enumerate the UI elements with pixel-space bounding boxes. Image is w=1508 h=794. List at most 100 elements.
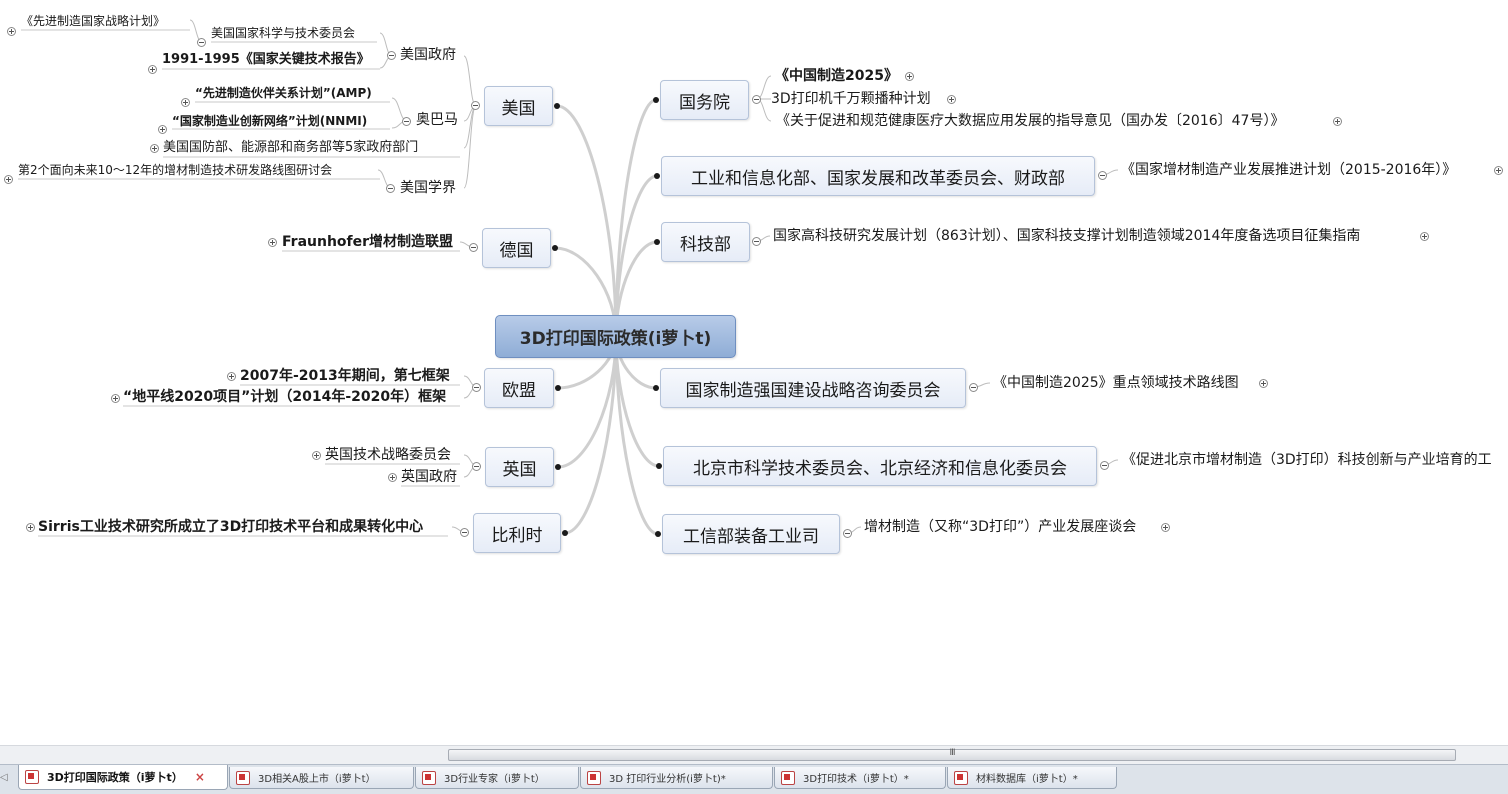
expand-toggle-icon[interactable] <box>150 144 159 153</box>
topic-germany[interactable]: 德国 <box>482 228 551 268</box>
topic-advisory-committee[interactable]: 国家制造强国建设战略咨询委员会 <box>660 368 966 408</box>
expand-toggle-icon[interactable] <box>1494 166 1503 175</box>
topic-most[interactable]: 科技部 <box>661 222 750 262</box>
connector-dot <box>555 464 561 470</box>
collapse-toggle-icon[interactable] <box>460 528 469 537</box>
expand-toggle-icon[interactable] <box>181 98 190 107</box>
connector-dot <box>655 531 661 537</box>
state-council-medical-data[interactable]: 《关于促进和规范健康医疗大数据应用发展的指导意见（国办发〔2016〕47号）》 <box>776 113 1285 129</box>
connector-dot <box>554 103 560 109</box>
tab-label: 3D 打印行业分析(i萝卜t)* <box>609 774 726 785</box>
connector-dot <box>653 97 659 103</box>
mindmap-file-icon <box>781 770 795 785</box>
topic-beijing[interactable]: 北京市科学技术委员会、北京经济和信息化委员会 <box>663 446 1097 486</box>
close-icon[interactable]: × <box>194 770 205 784</box>
document-tab-bar: ◁ 3D打印国际政策（i萝卜t） × 3D相关A股上市（i萝卜t） 3D行业专家… <box>0 764 1508 794</box>
expand-toggle-icon[interactable] <box>1161 523 1170 532</box>
usa-roadmap-workshop[interactable]: 第2个面向未来10～12年的增材制造技术研发路线图研讨会 <box>18 163 333 177</box>
beijing-plan[interactable]: 《促进北京市增材制造（3D打印）科技创新与产业培育的工 <box>1122 452 1492 468</box>
tab-label: 3D打印国际政策（i萝卜t） <box>47 771 183 784</box>
usa-amp-strategy[interactable]: 《先进制造国家战略计划》 <box>21 14 166 28</box>
collapse-toggle-icon[interactable] <box>472 462 481 471</box>
expand-toggle-icon[interactable] <box>1333 117 1342 126</box>
usa-departments[interactable]: 美国国防部、能源部和商务部等5家政府部门 <box>163 140 419 155</box>
expand-toggle-icon[interactable] <box>158 125 167 134</box>
collapse-toggle-icon[interactable] <box>1100 461 1109 470</box>
expand-toggle-icon[interactable] <box>148 65 157 74</box>
expand-toggle-icon[interactable] <box>905 72 914 81</box>
collapse-toggle-icon[interactable] <box>843 529 852 538</box>
collapse-toggle-icon[interactable] <box>969 383 978 392</box>
connector-lines <box>18 19 1119 537</box>
expand-toggle-icon[interactable] <box>268 238 277 247</box>
collapse-toggle-icon[interactable] <box>752 237 761 246</box>
expand-toggle-icon[interactable] <box>4 175 13 184</box>
connector-dot <box>552 245 558 251</box>
topic-eu[interactable]: 欧盟 <box>484 368 554 408</box>
connector-dot <box>654 239 660 245</box>
state-council-made-in-china[interactable]: 《中国制造2025》 <box>775 68 898 84</box>
usa-academia[interactable]: 美国学界 <box>400 180 456 196</box>
tab-technology[interactable]: 3D打印技术（i萝卜t）* <box>774 767 946 789</box>
tab-a-share[interactable]: 3D相关A股上市（i萝卜t） <box>229 767 414 789</box>
collapse-toggle-icon[interactable] <box>469 243 478 252</box>
topic-uk[interactable]: 英国 <box>485 447 554 487</box>
collapse-toggle-icon[interactable] <box>752 95 761 104</box>
expand-toggle-icon[interactable] <box>227 372 236 381</box>
collapse-toggle-icon[interactable] <box>1098 171 1107 180</box>
horizontal-scrollbar[interactable]: III <box>0 745 1508 765</box>
state-council-seeds-plan[interactable]: 3D打印机千万颗播种计划 <box>771 91 931 107</box>
expand-toggle-icon[interactable] <box>1420 232 1429 241</box>
usa-gov-council[interactable]: 美国国家科学与技术委员会 <box>211 26 356 40</box>
expand-toggle-icon[interactable] <box>947 95 956 104</box>
expand-toggle-icon[interactable] <box>7 27 16 36</box>
connector-dot <box>562 530 568 536</box>
eu-horizon-2020[interactable]: “地平线2020项目”计划（2014年-2020年）框架 <box>123 389 447 405</box>
usa-obama[interactable]: 奥巴马 <box>416 112 458 128</box>
most-guide[interactable]: 国家高科技研究发展计划（863计划）、国家科技支撑计划制造领域2014年度备选项… <box>773 228 1361 244</box>
expand-toggle-icon[interactable] <box>26 523 35 532</box>
tab-intl-policy[interactable]: 3D打印国际政策（i萝卜t） × <box>18 765 228 790</box>
topic-belgium[interactable]: 比利时 <box>473 513 561 553</box>
connector-dot <box>656 463 662 469</box>
collapse-toggle-icon[interactable] <box>197 38 206 47</box>
connector-line <box>614 335 659 536</box>
collapse-toggle-icon[interactable] <box>402 117 411 126</box>
usa-report-1991[interactable]: 1991-1995《国家关键技术报告》 <box>162 52 370 67</box>
scrollbar-thumb[interactable]: III <box>448 748 1456 761</box>
connector-line <box>556 104 618 337</box>
tab-industry-analysis[interactable]: 3D 打印行业分析(i萝卜t)* <box>580 767 773 789</box>
equipment-forum[interactable]: 增材制造（又称“3D打印”）产业发展座谈会 <box>864 519 1137 535</box>
collapse-toggle-icon[interactable] <box>386 184 395 193</box>
topic-state-council[interactable]: 国务院 <box>660 80 749 120</box>
usa-gov[interactable]: 美国政府 <box>400 47 456 63</box>
germany-fraunhofer[interactable]: Fraunhofer增材制造联盟 <box>282 234 454 250</box>
tab-label: 3D相关A股上市（i萝卜t） <box>258 774 376 785</box>
advisory-roadmap[interactable]: 《中国制造2025》重点领域技术路线图 <box>993 375 1239 391</box>
tab-scroll-left-icon[interactable]: ◁ <box>0 772 8 783</box>
usa-nnmi[interactable]: “国家制造业创新网络”计划(NNMI) <box>172 114 368 128</box>
tab-materials-db[interactable]: 材料数据库（i萝卜t）* <box>947 767 1117 789</box>
eu-fp7[interactable]: 2007年-2013年期间，第七框架 <box>240 368 450 384</box>
usa-amp[interactable]: “先进制造伙伴关系计划”(AMP) <box>195 86 372 100</box>
collapse-toggle-icon[interactable] <box>471 101 480 110</box>
mindmap-canvas[interactable]: 3D打印国际政策(i萝卜t) 美国 德国 欧盟 英国 比利时 国务院 工业和信息… <box>0 0 1508 745</box>
tab-label: 3D行业专家（i萝卜t） <box>444 774 545 785</box>
uk-gov[interactable]: 英国政府 <box>401 469 457 485</box>
expand-toggle-icon[interactable] <box>1259 379 1268 388</box>
connector-dot <box>653 385 659 391</box>
root-topic[interactable]: 3D打印国际政策(i萝卜t) <box>495 315 736 358</box>
expand-toggle-icon[interactable] <box>111 394 120 403</box>
expand-toggle-icon[interactable] <box>312 451 321 460</box>
topic-miit-group[interactable]: 工业和信息化部、国家发展和改革委员会、财政部 <box>661 156 1095 196</box>
miit-am-plan[interactable]: 《国家增材制造产业发展推进计划（2015-2016年）》 <box>1121 162 1457 178</box>
collapse-toggle-icon[interactable] <box>387 51 396 60</box>
uk-tech-council[interactable]: 英国技术战略委员会 <box>325 447 451 463</box>
topic-usa[interactable]: 美国 <box>484 86 553 126</box>
collapse-toggle-icon[interactable] <box>472 383 481 392</box>
connector-line <box>614 98 657 337</box>
tab-experts[interactable]: 3D行业专家（i萝卜t） <box>415 767 579 789</box>
expand-toggle-icon[interactable] <box>388 473 397 482</box>
belgium-sirris[interactable]: Sirris工业技术研究所成立了3D打印技术平台和成果转化中心 <box>38 519 424 535</box>
topic-equipment-dept[interactable]: 工信部装备工业司 <box>662 514 840 554</box>
